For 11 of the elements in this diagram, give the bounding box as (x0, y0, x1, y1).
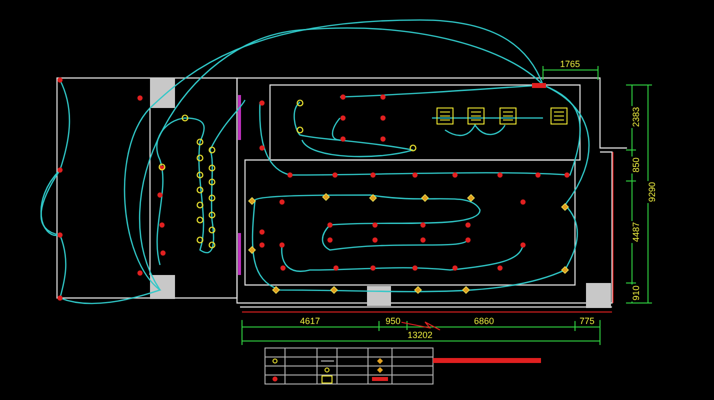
dimension-text: 850 (631, 156, 641, 174)
dimension-text: 2383 (631, 106, 641, 128)
dimension-text: 910 (631, 284, 641, 302)
dimension-text: 9290 (647, 180, 657, 204)
dimension-text: 950 (384, 316, 402, 326)
dimension-text: 775 (578, 316, 596, 326)
dimension-text: 4487 (631, 220, 641, 244)
dimension-text: 6860 (472, 316, 496, 326)
dimension-text: 4617 (298, 316, 322, 326)
dimension-text: 13202 (406, 330, 434, 340)
dimension-text: 1765 (558, 59, 582, 69)
